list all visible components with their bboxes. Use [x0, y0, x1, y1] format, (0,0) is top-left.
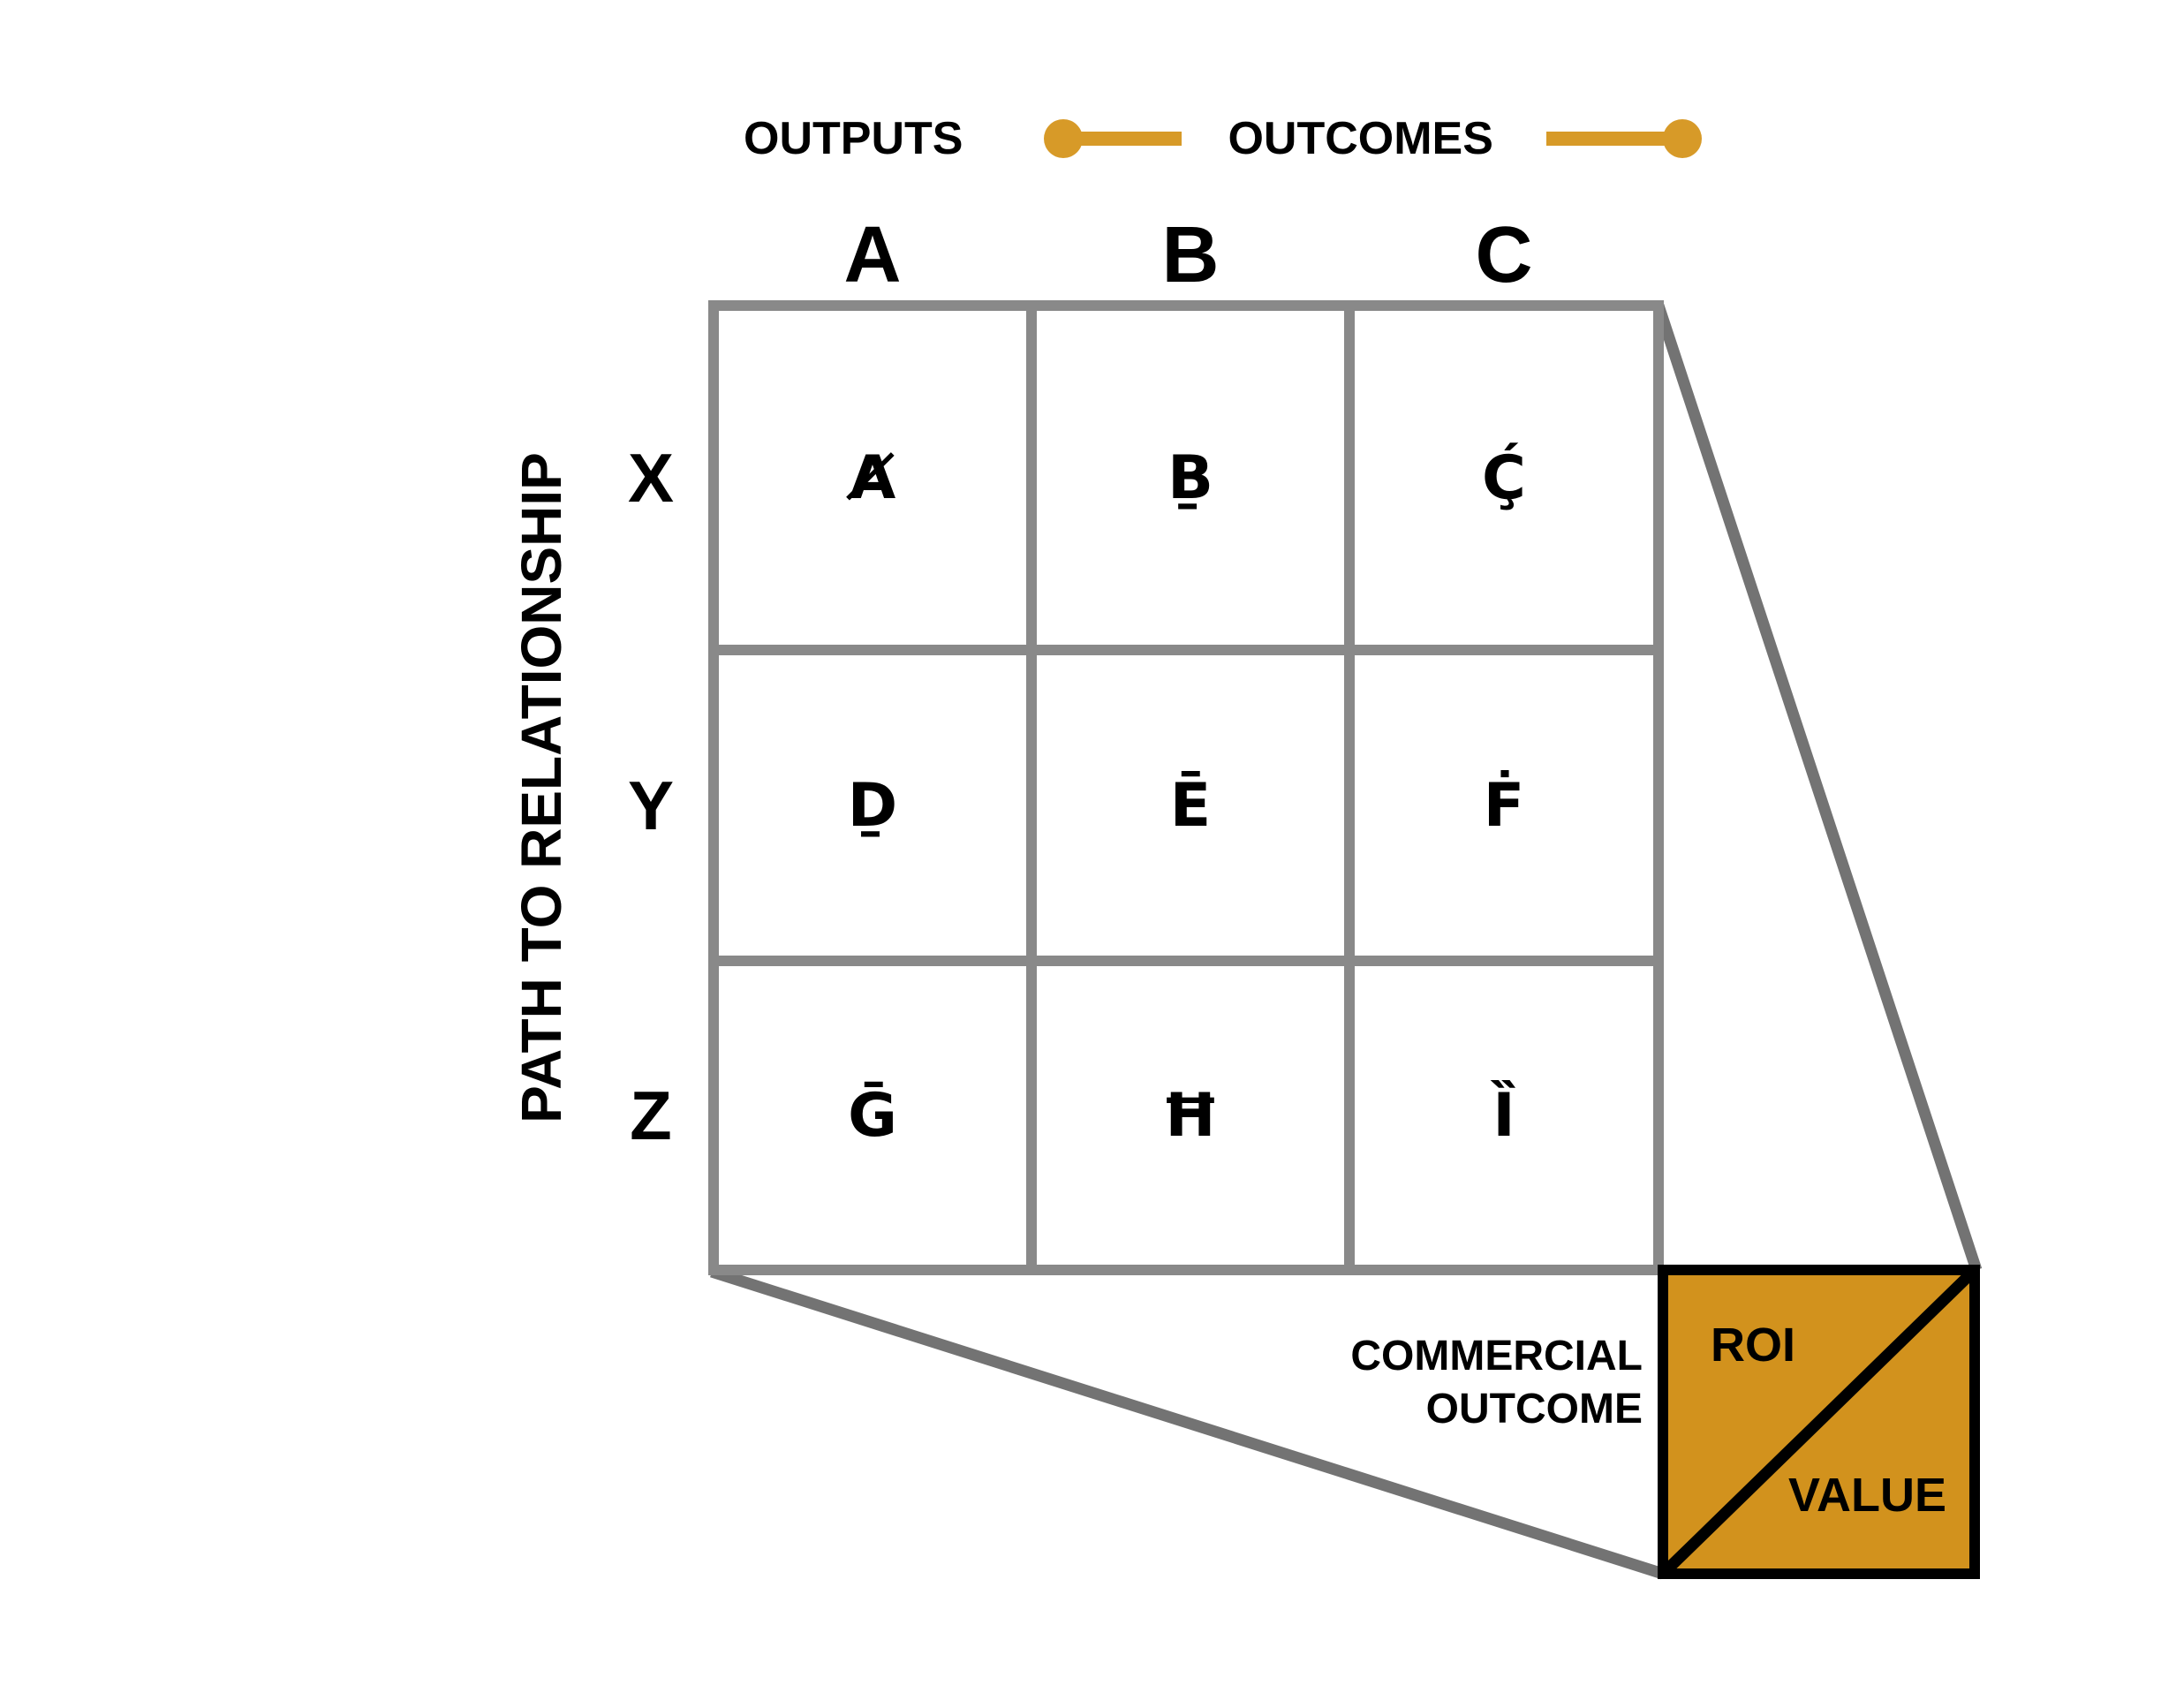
outputs-marker-bar: [1077, 132, 1183, 146]
column-header-a: A: [843, 210, 902, 299]
matrix-cell-x-b: Ḇ: [1037, 311, 1344, 645]
outputs-marker-dot: [1044, 119, 1084, 158]
commercial-outcome-label: COMMERCIAL OUTCOME: [1350, 1330, 1643, 1436]
row-headers: X Y Z: [598, 311, 704, 1265]
row-header-y: Y: [627, 766, 675, 844]
column-headers: A B C: [719, 201, 1653, 299]
row-header-z: Z: [630, 1076, 672, 1154]
legend: OUTPUTS OUTCOMES: [744, 99, 1702, 178]
outcomes-marker-bar: [1545, 132, 1668, 146]
column-header-b: B: [1161, 210, 1220, 299]
cell-letter: Ḇ: [1167, 442, 1213, 513]
matrix-cell-z-b: Ħ: [1037, 966, 1344, 1265]
projection-line-top-right: [1652, 303, 1983, 1273]
column-header-c: C: [1475, 210, 1533, 299]
cell-letter: Ḟ: [1483, 770, 1525, 841]
cell-letter: Ē: [1169, 770, 1212, 841]
roi-value-square: ROI VALUE: [1658, 1265, 1980, 1579]
matrix-cell-y-a: Ḏ: [719, 655, 1026, 956]
commercial-outcome-line1: COMMERCIAL: [1350, 1333, 1643, 1379]
roi-value-diagonal-line: [1668, 1275, 1969, 1568]
y-axis-title: PATH TO RELATIONSHIP: [510, 452, 573, 1123]
cell-letter: Ȉ: [1492, 1080, 1515, 1151]
cell-letter: Ḡ: [848, 1080, 897, 1151]
outputs-marker-icon: [1044, 119, 1183, 158]
cell-letter: Ḏ: [847, 770, 898, 841]
outcomes-marker-icon: [1545, 119, 1702, 158]
matrix-cell-x-a: A̸: [719, 311, 1026, 645]
value-label: VALUE: [1787, 1469, 1946, 1522]
matrix-cell-z-c: Ȉ: [1355, 966, 1653, 1265]
cell-letter: Ḉ: [1482, 442, 1526, 513]
commercial-outcome-line2: OUTCOME: [1425, 1386, 1643, 1432]
legend-outputs-label: OUTPUTS: [744, 113, 963, 164]
outcomes-marker-dot: [1662, 119, 1702, 158]
cell-letter: Ħ: [1160, 1080, 1220, 1151]
legend-outcomes-label: OUTCOMES: [1228, 113, 1493, 164]
projection-line-bottom-left: [710, 1266, 1665, 1580]
matrix-grid: A̸ Ḇ Ḉ Ḏ Ē Ḟ Ḡ Ħ Ȉ: [708, 300, 1664, 1275]
matrix-cell-y-c: Ḟ: [1355, 655, 1653, 956]
cell-letter: A̸: [849, 442, 896, 513]
matrix-cell-x-c: Ḉ: [1355, 311, 1653, 645]
matrix-cell-z-a: Ḡ: [719, 966, 1026, 1265]
roi-label: ROI: [1711, 1319, 1796, 1372]
matrix-cell-y-b: Ē: [1037, 655, 1344, 956]
row-header-x: X: [627, 438, 675, 517]
